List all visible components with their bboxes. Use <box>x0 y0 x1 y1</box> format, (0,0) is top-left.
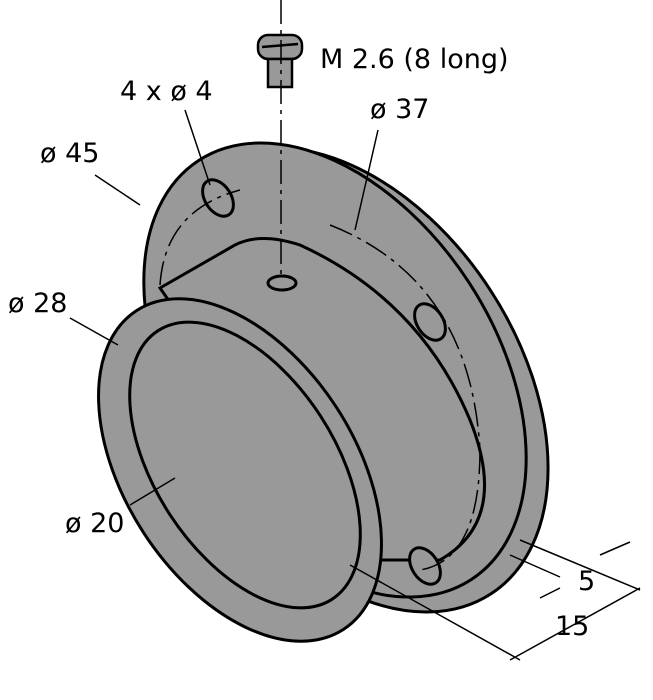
leader-lines <box>69 109 641 661</box>
screw-label: M 2.6 (8 long) <box>320 44 509 75</box>
screw-icon <box>256 33 304 89</box>
mounting-hole <box>413 302 447 342</box>
flange-diameter-label: ø 45 <box>40 138 99 169</box>
set-screw-hole <box>266 274 298 292</box>
total-length-label: 15 <box>555 611 589 642</box>
bolt-circle-line <box>159 189 481 571</box>
flange-thickness-label: 5 <box>578 566 595 597</box>
bore <box>128 320 362 610</box>
bore-diameter-label: ø 20 <box>65 508 124 539</box>
boss-diameter-label: ø 28 <box>8 288 67 319</box>
mounting-hole <box>408 546 442 586</box>
bolt-circle-label: ø 37 <box>370 94 429 125</box>
holes-label: 4 x ø 4 <box>120 76 213 107</box>
